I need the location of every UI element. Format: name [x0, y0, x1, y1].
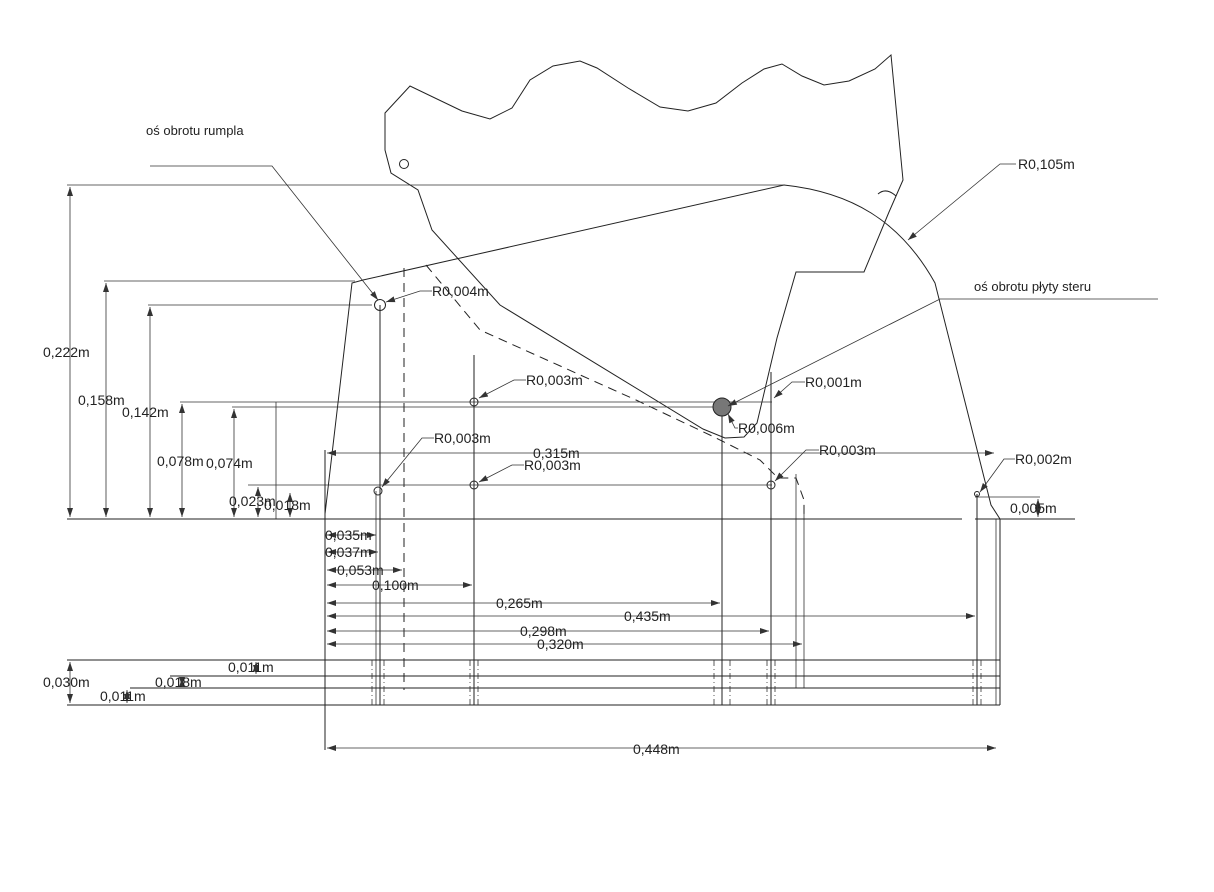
r0001-leader [773, 381, 805, 399]
dim-0011-top-label: 0,011m [228, 659, 274, 675]
r0001-label: R0,001m [805, 374, 862, 390]
dim-0158-label: 0,158m [78, 392, 125, 408]
pivot-right-icon [766, 480, 776, 490]
dim-0018-bottom-label: 0,018m [155, 674, 202, 690]
r0003-left-leader [381, 437, 434, 488]
r0006-leader [727, 413, 738, 429]
r0105-leader [907, 163, 1016, 241]
r0003-left-label: R0,003m [434, 430, 491, 446]
pivot-mid-icon [469, 480, 479, 490]
tiller-outline [384, 53, 904, 439]
dim-0035-label: 0,035m [325, 527, 372, 543]
dim-0448-label: 0,448m [633, 741, 680, 757]
r0003-right-label: R0,003m [819, 442, 876, 458]
dim-0037-label: 0,037m [325, 544, 372, 560]
r0003-right-leader [774, 449, 819, 482]
dim-0053-label: 0,053m [337, 562, 384, 578]
r0105-label: R0,105m [1018, 156, 1075, 172]
dim-0078-label: 0,078m [157, 453, 204, 469]
r0003-mid-leader [478, 464, 524, 483]
tiller-hole-icon [399, 159, 409, 169]
tiller-axis-label: oś obrotu rumpla [146, 123, 244, 138]
pivot-far-icon [974, 491, 980, 497]
r0003-upper-leader [478, 379, 526, 399]
r0002-label: R0,002m [1015, 451, 1072, 467]
rudder-blade-outline [324, 184, 1001, 705]
rudder-axis-label: oś obrotu płyty steru [974, 279, 1091, 294]
tiller-axis-leader [150, 165, 379, 301]
r0002-leader [979, 458, 1015, 493]
dim-0030-label: 0,030m [43, 674, 90, 690]
r0003-mid-label: R0,003m [524, 457, 581, 473]
dim-0320-label: 0,320m [537, 636, 584, 652]
pivot-tiller-icon [374, 299, 386, 311]
dim-0011-bottom-label: 0,011m [100, 688, 146, 704]
r0004-leader [385, 290, 432, 303]
dim-0315-label: 0,315m [533, 445, 580, 461]
r0003-upper-label: R0,003m [526, 372, 583, 388]
dim-0100-label: 0,100m [372, 577, 419, 593]
dim-0142-label: 0,142m [122, 404, 169, 420]
dim-0005-label: 0,005m [1010, 500, 1057, 516]
dim-0435-label: 0,435m [624, 608, 671, 624]
tiller-notch [877, 190, 897, 197]
pivot-rudder-icon [712, 397, 732, 417]
dim-0265-label: 0,265m [496, 595, 543, 611]
dim-0023-label: 0,023m [229, 493, 276, 509]
dim-0074-label: 0,074m [206, 455, 253, 471]
dim-0298-label: 0,298m [520, 623, 567, 639]
pivot-upper-icon [469, 397, 479, 407]
r0004-label: R0,004m [432, 283, 489, 299]
dim-0222-label: 0,222m [43, 344, 90, 360]
r0006-label: R0,006m [738, 420, 795, 436]
pivot-left-icon [373, 486, 383, 496]
band-dashdot-marks [371, 660, 982, 705]
rudder-axis-leader [727, 298, 1158, 407]
dim-0018-label: 0,018m [264, 497, 311, 513]
dashed-contour [403, 264, 805, 690]
